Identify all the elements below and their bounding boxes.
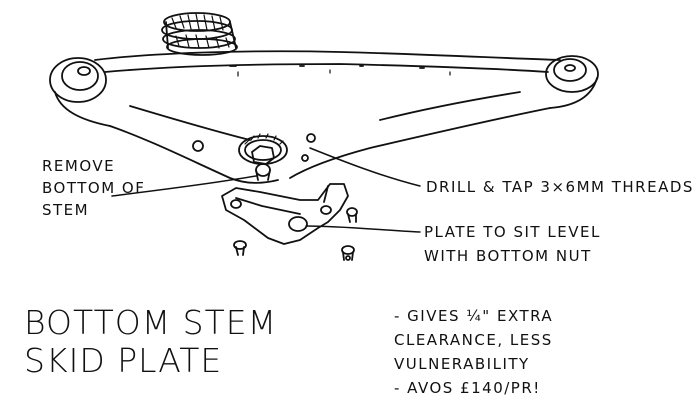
remove-label-line3: STEM: [42, 201, 90, 219]
skid-plate: [222, 184, 348, 244]
remove-label-line2: BOTTOM OF: [42, 179, 146, 197]
plate-label-line1: PLATE TO SIT LEVEL: [424, 223, 601, 241]
fork-crown: [50, 51, 598, 183]
remove-label: REMOVE BOTTOM OF STEM: [42, 155, 145, 221]
steerer-threads: [162, 13, 237, 55]
plate-label: PLATE TO SIT LEVEL WITH BOTTOM NUT: [424, 220, 601, 268]
diagram-title: BOTTOM STEM SKID PLATE: [24, 304, 277, 380]
note-line2: CLEARANCE, LESS: [394, 331, 553, 349]
note-line1: - GIVES ¼" EXTRA: [394, 307, 554, 325]
note-line4: - AVOs £140/PR!: [394, 379, 541, 397]
drill-label: DRILL & TAP 3×6MM THREADS: [426, 178, 694, 196]
notes: - GIVES ¼" EXTRA CLEARANCE, LESS VULNERA…: [394, 304, 553, 400]
title-line2: SKID PLATE: [24, 341, 223, 380]
title-line1: BOTTOM STEM: [24, 303, 278, 342]
leader-lines: [112, 148, 420, 232]
plate-label-line2: WITH BOTTOM NUT: [424, 247, 592, 265]
mounting-bolts: [234, 208, 357, 260]
note-line3: VULNERABILITY: [394, 355, 530, 373]
remove-label-line1: REMOVE: [42, 157, 116, 175]
bottom-stem-nut: [239, 134, 287, 180]
